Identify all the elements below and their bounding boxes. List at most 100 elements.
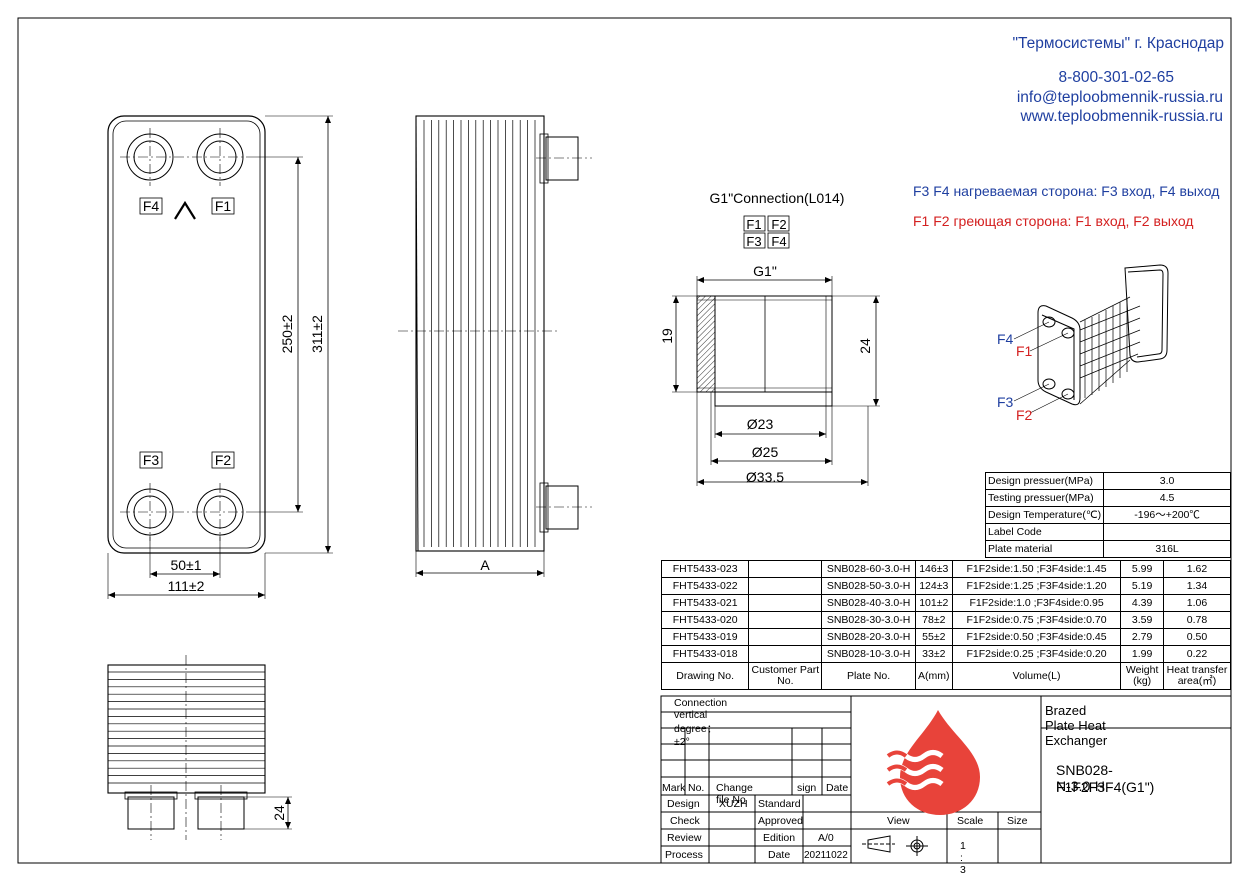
spec-label: Plate material (984, 540, 1105, 558)
front-port-labels: F4 F1 F3 F2 (139, 197, 235, 469)
design-label: Design (667, 798, 700, 810)
model-cell-drawing: FHT5433-020 (660, 611, 750, 629)
model-cell-a: 101±2 (914, 594, 953, 612)
spec-label: Design pressuer(MPa) (984, 472, 1105, 490)
spec-value (1103, 523, 1231, 541)
connection-section (672, 276, 880, 486)
standard-label: Standard (758, 798, 801, 810)
label-f2: F2 (215, 452, 232, 468)
model-cell-plate: SNB028-50-3.0-H (821, 577, 916, 595)
label-f4: F4 (143, 198, 160, 214)
spec-label: Testing pressuer(MPa) (984, 489, 1105, 507)
date-label: Date (768, 849, 791, 861)
model-cell-a: 55±2 (914, 628, 953, 646)
spec-label: Label Code (984, 523, 1105, 541)
rev-no: No. (688, 782, 705, 794)
dim-a: A (480, 557, 490, 573)
header-drawing-no: Drawing No. (660, 662, 750, 690)
company-website-link[interactable]: www.teploobmennik-russia.ru (1020, 108, 1223, 125)
model-cell-area: 0.50 (1162, 628, 1232, 646)
check-label: Check (670, 815, 700, 827)
svg-text:F2: F2 (771, 217, 786, 232)
model-cell-a: 146±3 (914, 560, 953, 578)
svg-text:F1: F1 (746, 217, 761, 232)
model-cell-weight: 3.59 (1120, 611, 1164, 629)
dim-dia-33: Ø33.5 (746, 469, 784, 485)
model-cell-weight: 1.99 (1120, 645, 1164, 663)
edition-label: Edition (763, 832, 796, 844)
size-label: Size (1007, 815, 1028, 827)
connection-degree: Connection vertical degree：±2° (674, 697, 728, 748)
side-connection-top (545, 136, 579, 181)
company-email-link[interactable]: info@teploobmennik-russia.ru (1016, 89, 1223, 106)
model-cell-customer (748, 645, 823, 663)
company-logo (886, 710, 980, 815)
process-label: Process (665, 849, 703, 861)
model-cell-a: 124±3 (914, 577, 953, 595)
header-area: Heat transfer area(㎡) (1162, 662, 1232, 690)
rev-change-file: Change file No (716, 782, 753, 806)
dim-250: 250±2 (279, 314, 295, 353)
model-cell-customer (748, 628, 823, 646)
model-cell-plate: SNB028-30-3.0-H (821, 611, 916, 629)
dim-dia-23: Ø23 (747, 416, 774, 432)
spec-row: Design Temperature(℃)-196～+200℃ (984, 506, 1231, 524)
rev-date: Date (826, 782, 849, 794)
label-f3: F3 (143, 452, 160, 468)
company-name: "Термосистемы" г. Краснодар (1012, 35, 1224, 52)
spec-row: Label Code (984, 523, 1231, 541)
front-view (107, 115, 333, 599)
model-cell-drawing: FHT5433-022 (660, 577, 750, 595)
model-cell-weight: 5.19 (1120, 577, 1164, 595)
model-cell-plate: SNB028-60-3.0-H (821, 560, 916, 578)
dim-24-connection: 24 (857, 338, 873, 354)
dim-24-bottom: 24 (271, 805, 287, 821)
rev-sign: sign (797, 782, 817, 794)
product-model-1: SNB028-N-3.0-H (1056, 762, 1113, 794)
rev-mark: Mark (662, 782, 686, 794)
scale-value: 1 : 3 (960, 840, 966, 876)
model-cell-plate: SNB028-10-3.0-H (821, 645, 916, 663)
view-label: View (887, 815, 910, 827)
model-cell-customer (748, 577, 823, 595)
svg-text:F3: F3 (746, 234, 761, 249)
connection-title: G1"Connection(L014) (710, 190, 845, 206)
dim-50: 50±1 (170, 557, 201, 573)
plate-outline (107, 115, 266, 554)
header-volume: Volume(L) (951, 662, 1122, 690)
model-cell-volume: F1F2side:1.0 ;F3F4side:0.95 (951, 594, 1122, 612)
product-title: Brazed Plate Heat Exchanger (1045, 703, 1108, 748)
spec-row: Design pressuer(MPa)3.0 (984, 472, 1231, 490)
model-cell-plate: SNB028-20-3.0-H (821, 628, 916, 646)
dim-dia-25: Ø25 (752, 444, 779, 460)
flow-chevron-icon (174, 200, 196, 220)
model-cell-area: 1.06 (1162, 594, 1232, 612)
date-value: 20211022 (804, 850, 848, 861)
model-cell-drawing: FHT5433-018 (660, 645, 750, 663)
company-phone: 8-800-301-02-65 (1058, 69, 1174, 86)
model-cell-drawing: FHT5433-019 (660, 628, 750, 646)
model-cell-volume: F1F2side:0.25 ;F3F4side:0.20 (951, 645, 1122, 663)
model-cell-volume: F1F2side:1.25 ;F3F4side:1.20 (951, 577, 1122, 595)
title-block-frame (660, 695, 1232, 864)
model-cell-a: 78±2 (914, 611, 953, 629)
model-cell-a: 33±2 (914, 645, 953, 663)
spec-row: Testing pressuer(MPa)4.5 (984, 489, 1231, 507)
isometric-view (1013, 264, 1169, 414)
model-cell-customer (748, 611, 823, 629)
spec-value: 3.0 (1103, 472, 1231, 490)
model-cell-area: 0.22 (1162, 645, 1232, 663)
model-cell-area: 1.34 (1162, 577, 1232, 595)
spec-label: Design Temperature(℃) (984, 506, 1105, 524)
note-f1f2: F1 F2 греющая сторона: F1 вход, F2 выход (913, 213, 1194, 229)
model-cell-area: 1.62 (1162, 560, 1232, 578)
dim-19: 19 (659, 328, 675, 344)
